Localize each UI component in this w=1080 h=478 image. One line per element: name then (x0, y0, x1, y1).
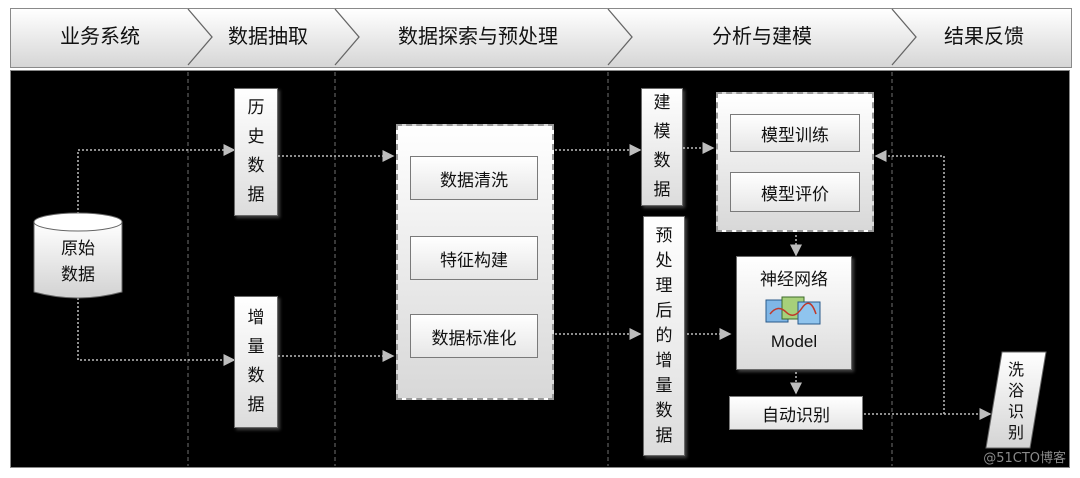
watermark: @51CTO博客 (983, 451, 1066, 466)
model-training-step: 模型训练 (730, 114, 860, 152)
historical-data-box: 历 史 数 据 (234, 88, 278, 216)
bath-identification-label: 洗 浴 识 别 (1007, 360, 1024, 442)
stage-business-system: 业务系统 (60, 24, 140, 48)
incremental-data-box: 增 量 数 据 (234, 296, 278, 428)
processed-incremental-data-box: 预 处 理 后 的 增 量 数 据 (643, 216, 685, 456)
stage-data-extraction: 数据抽取 (228, 24, 308, 48)
auto-identify-step: 自动识别 (729, 396, 863, 430)
model-evaluation-step: 模型评价 (730, 172, 860, 212)
data-cleaning-step: 数据清洗 (410, 156, 538, 200)
feature-construction-step: 特征构建 (410, 236, 538, 280)
neural-network-title: 神经网络 (760, 270, 828, 290)
modeling-data-box: 建 模 数 据 (641, 88, 683, 206)
stage-header (10, 8, 1072, 68)
stage-separators (187, 8, 917, 66)
source-data-label: 原始 数据 (61, 239, 95, 285)
stage-exploration-preprocessing: 数据探索与预处理 (398, 24, 558, 48)
model-icon (765, 296, 821, 325)
data-standardization-step: 数据标准化 (410, 314, 538, 358)
stage-result-feedback: 结果反馈 (944, 24, 1024, 48)
neural-network-box: 神经网络 Model (736, 256, 852, 370)
stage-analysis-modeling: 分析与建模 (712, 24, 812, 48)
model-caption: Model (770, 332, 818, 351)
